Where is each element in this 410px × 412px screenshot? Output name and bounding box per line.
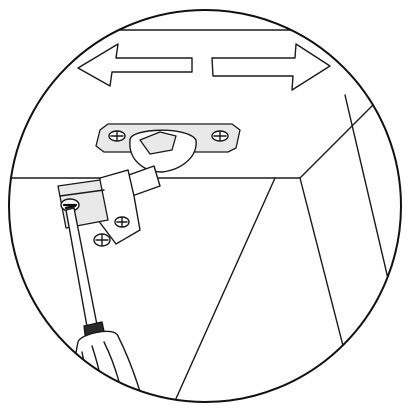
arrow-left-icon	[77, 43, 193, 87]
door-diagonal-edge	[169, 177, 276, 402]
hinge-screw-lower-slot	[95, 234, 109, 246]
hinge-base-ridge	[59, 189, 105, 197]
hinge-icon	[57, 123, 241, 247]
detail-content	[9, 29, 401, 402]
screwdriver-tip	[64, 204, 77, 210]
screwdriver-handle-groove-2	[103, 341, 127, 402]
hinge-screw-upper-slot	[116, 217, 128, 227]
arrow-right-icon	[211, 43, 331, 91]
screwdriver-shaft	[65, 207, 99, 333]
detail-circle-frame	[8, 9, 402, 403]
screwdriver-handle	[71, 330, 147, 402]
cabinet-side-line-1	[299, 177, 361, 402]
cabinet-side-line-2	[344, 94, 401, 331]
plate-screw-right-slot	[213, 131, 227, 141]
hinge-cup-inner	[139, 131, 177, 155]
cabinet-panel	[9, 29, 401, 402]
plate-screw-left-slot	[110, 131, 124, 141]
cabinet-top-edge	[9, 67, 401, 179]
